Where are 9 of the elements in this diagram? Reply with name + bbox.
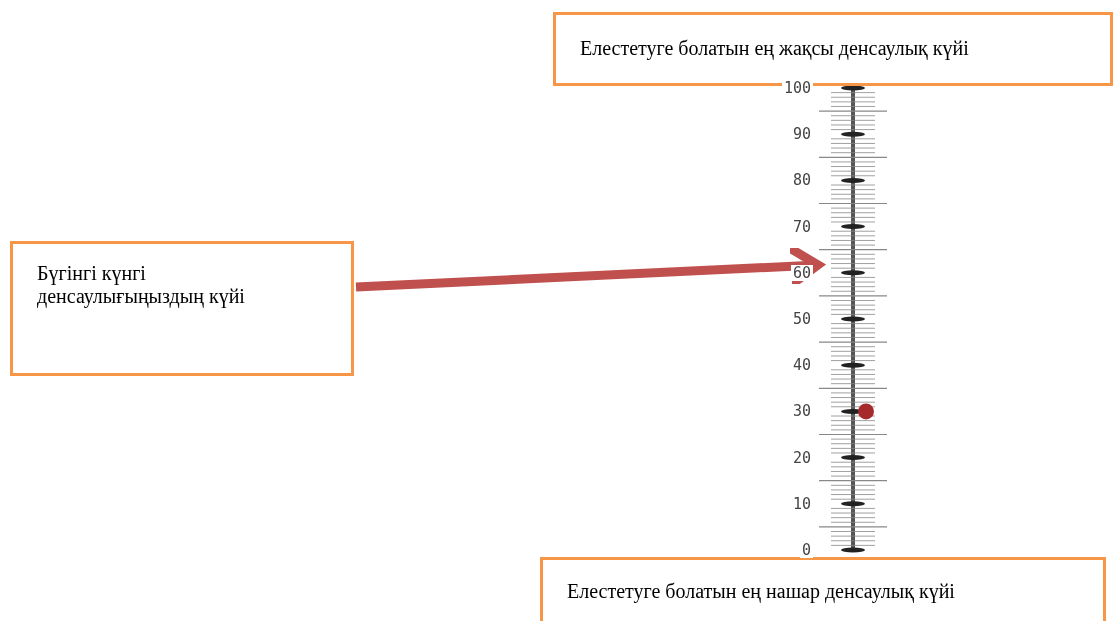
measurement-scale [818,84,888,553]
scale-number: 50 [791,311,814,327]
scale-number: 70 [791,218,814,235]
scale-number: 10 [791,495,814,512]
text-box: Бүгінгі күнгі денсаулығыңыздың күйі [10,241,354,376]
scale-number: 20 [791,449,814,466]
text-box: Елестетуге болатын ең нашар денсаулық күйі [540,557,1106,621]
scale-number: 0 [800,542,814,558]
scale-number: 100 [782,80,814,96]
